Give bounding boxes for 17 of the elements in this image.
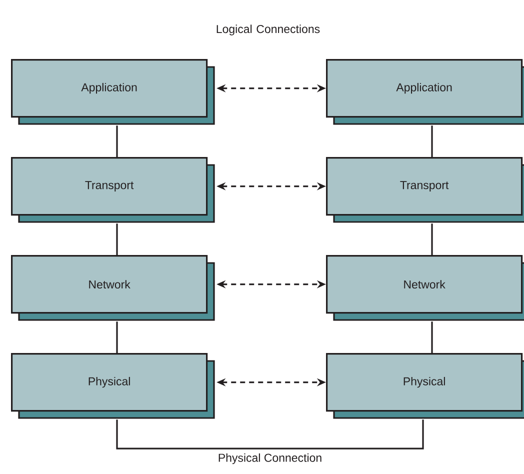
layer-box: Network — [326, 255, 524, 321]
connector-line — [116, 420, 424, 450]
connector-line — [116, 224, 118, 255]
connector-line — [431, 126, 433, 157]
layer-box: Physical — [326, 353, 524, 419]
layer-box: Network — [11, 255, 215, 321]
layer-box: Transport — [11, 157, 215, 223]
connector-line — [116, 126, 118, 157]
layer-box: Physical — [11, 353, 215, 419]
annotation-text: Logical Connections — [216, 24, 320, 36]
layer-box: Transport — [326, 157, 524, 223]
edge-label: Physical Connection — [218, 453, 322, 464]
connector-line — [431, 322, 433, 353]
connector-line — [116, 322, 118, 353]
layer-box: Application — [11, 59, 215, 125]
layer-box: Application — [326, 59, 524, 125]
connector-line — [431, 224, 433, 255]
